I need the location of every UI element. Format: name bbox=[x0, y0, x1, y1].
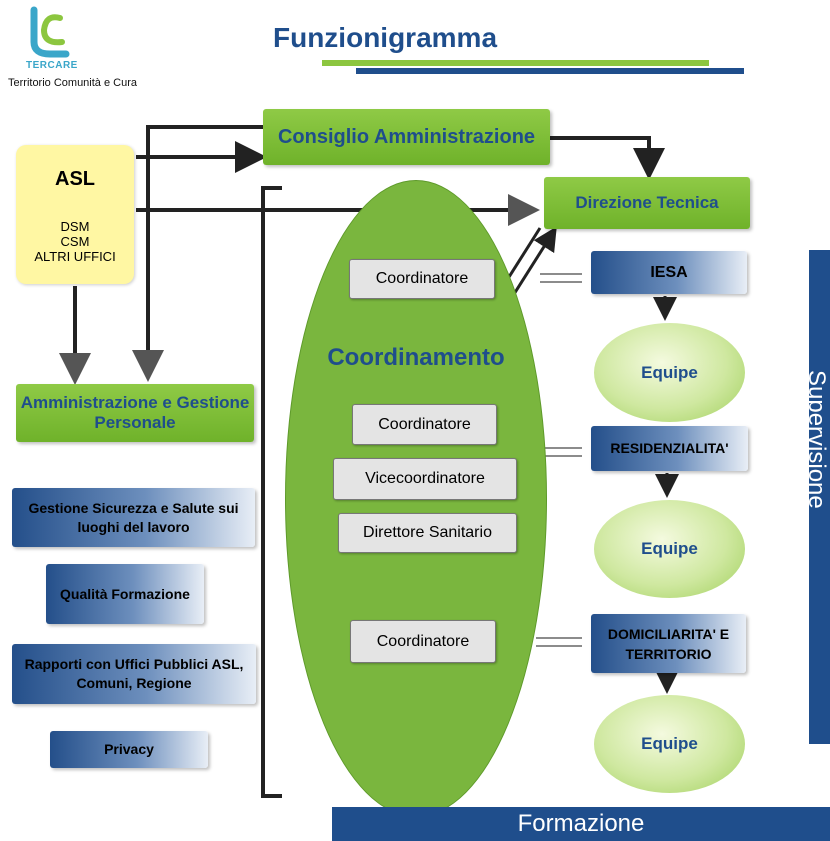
supervisione-bar bbox=[809, 250, 830, 744]
asl-line-dsm: DSM bbox=[60, 219, 90, 234]
coordinatore-box-domiciliarita: Coordinatore bbox=[350, 620, 496, 663]
asl-box: ASL DSM CSM ALTRI UFFICI bbox=[16, 145, 134, 284]
asl-title: ASL bbox=[55, 168, 95, 190]
residenzialita-box: RESIDENZIALITA' bbox=[591, 426, 748, 471]
supervisione-label-wrap: Supervisione bbox=[808, 370, 830, 570]
direzione-tecnica-box: Direzione Tecnica bbox=[544, 177, 750, 229]
tercare-logo-icon bbox=[30, 6, 70, 58]
vicecoordinatore-box: Vicecoordinatore bbox=[333, 458, 517, 500]
page-title: Funzionigramma bbox=[273, 22, 498, 53]
asl-line-altri-uffici: ALTRI UFFICI bbox=[34, 249, 116, 264]
domiciliarita-box: DOMICILIARITA' E TERRITORIO bbox=[591, 614, 746, 673]
logo-tagline: Territorio Comunità e Cura bbox=[8, 77, 137, 89]
coordinatore-box-iesa: Coordinatore bbox=[349, 259, 495, 299]
title-underline-green bbox=[322, 60, 709, 66]
supervisione-label: Supervisione bbox=[808, 370, 830, 509]
equipe-ellipse-iesa: Equipe bbox=[594, 323, 745, 422]
sicurezza-box: Gestione Sicurezza e Salute sui luoghi d… bbox=[12, 488, 255, 547]
direttore-sanitario-box: Direttore Sanitario bbox=[338, 513, 517, 553]
equipe-ellipse-residenzialita: Equipe bbox=[594, 500, 745, 598]
consiglio-amministrazione-box: Consiglio Amministrazione bbox=[263, 109, 550, 165]
coordinatore-box-residenzialita: Coordinatore bbox=[352, 404, 497, 445]
title-underline-blue bbox=[356, 68, 744, 74]
qualita-formazione-box: Qualità Formazione bbox=[46, 564, 204, 624]
amministrazione-box: Amministrazione e Gestione Personale bbox=[16, 384, 254, 442]
formazione-bar: Formazione bbox=[332, 807, 830, 841]
equipe-ellipse-domiciliarita: Equipe bbox=[594, 695, 745, 793]
rapporti-uffici-box: Rapporti con Uffici Pubblici ASL, Comuni… bbox=[12, 644, 256, 704]
privacy-box: Privacy bbox=[50, 731, 208, 768]
iesa-box: IESA bbox=[591, 251, 747, 294]
asl-line-csm: CSM bbox=[60, 234, 90, 249]
logo-brand: TERCARE bbox=[26, 60, 78, 71]
coordinamento-title: Coordinamento bbox=[327, 344, 505, 371]
